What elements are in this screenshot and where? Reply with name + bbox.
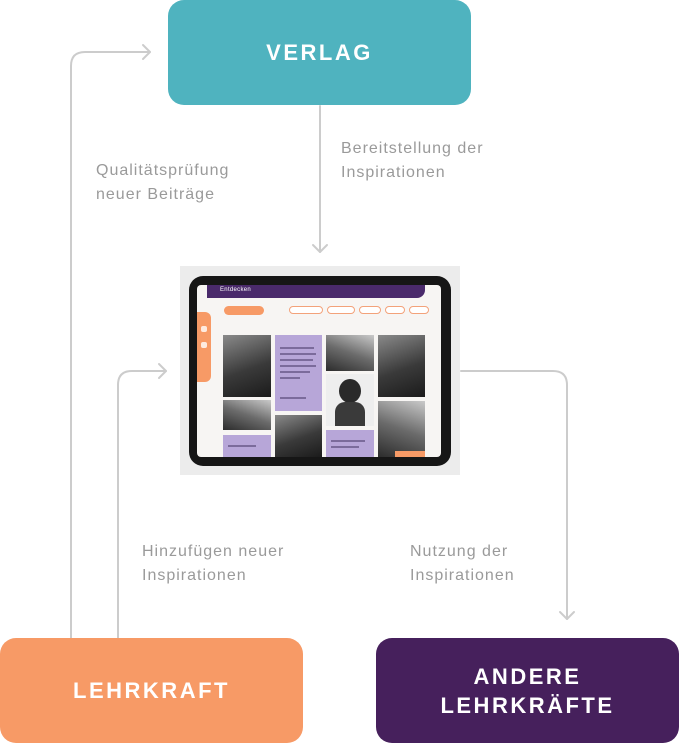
tablet-side-tab — [197, 312, 211, 382]
tile-photo — [326, 335, 374, 371]
tablet-filter-chip — [327, 306, 355, 314]
node-verlag: VERLAG — [168, 0, 471, 105]
arrowhead-tablet-left — [158, 363, 167, 379]
edge-label-line: Inspirationen — [341, 164, 446, 181]
node-andere-label-line2: LEHRKRÄFTE — [440, 692, 615, 718]
side-tab-icon — [201, 342, 207, 348]
tile-photo — [223, 335, 271, 397]
arrow-lehrkraft-to-tablet — [117, 370, 167, 639]
tablet-header-bar — [207, 285, 425, 298]
tile-quote — [223, 435, 271, 457]
tablet-mockup: Entdecken — [189, 276, 451, 466]
node-andere-lehrkraefte: ANDERE LEHRKRÄFTE — [376, 638, 679, 743]
tablet-filter-chip — [289, 306, 323, 314]
tablet-screen: Entdecken — [197, 285, 441, 457]
edge-label-qualitaetspruefung: Qualitätsprüfung neuer Beiträge — [96, 159, 229, 207]
tablet-filter-chip — [409, 306, 429, 314]
edge-label-hinzufuegen: Hinzufügen neuer Inspirationen — [142, 540, 284, 588]
arrowhead-tablet-top — [312, 244, 328, 253]
arrow-tablet-to-andere — [460, 370, 568, 620]
edge-label-line: Nutzung der — [410, 543, 509, 560]
edge-label-line: Bereitstellung der — [341, 140, 484, 157]
side-tab-icon — [201, 326, 207, 332]
tile-photo-portrait — [326, 374, 374, 426]
tile-photo — [223, 400, 271, 430]
edge-label-line: Hinzufügen neuer — [142, 543, 285, 560]
arrow-lehrkraft-to-verlag — [70, 51, 151, 639]
node-verlag-label: VERLAG — [266, 39, 373, 65]
tile-photo — [275, 415, 322, 457]
arrowhead-andere — [559, 611, 575, 620]
edge-label-line: Inspirationen — [142, 567, 247, 584]
tile-photo — [378, 401, 425, 457]
tablet-filter-chip — [385, 306, 405, 314]
edge-label-line: Qualitätsprüfung — [96, 162, 230, 179]
node-lehrkraft: LEHRKRAFT — [0, 638, 303, 743]
tile-photo — [378, 335, 425, 397]
tablet-orange-button — [224, 306, 264, 315]
tablet-filter-chip — [359, 306, 381, 314]
node-andere-label-line1: ANDERE — [473, 663, 582, 689]
arrowhead-verlag — [142, 44, 151, 60]
edge-label-line: Inspirationen — [410, 567, 515, 584]
node-lehrkraft-label: LEHRKRAFT — [73, 677, 230, 703]
edge-label-line: neuer Beiträge — [96, 186, 215, 203]
edge-label-bereitstellung: Bereitstellung der Inspirationen — [341, 137, 484, 185]
tablet-header-title: Entdecken — [220, 287, 252, 293]
edge-label-nutzung: Nutzung der Inspirationen — [410, 540, 515, 588]
tile-quote — [275, 335, 322, 411]
tile-quote — [326, 430, 374, 457]
